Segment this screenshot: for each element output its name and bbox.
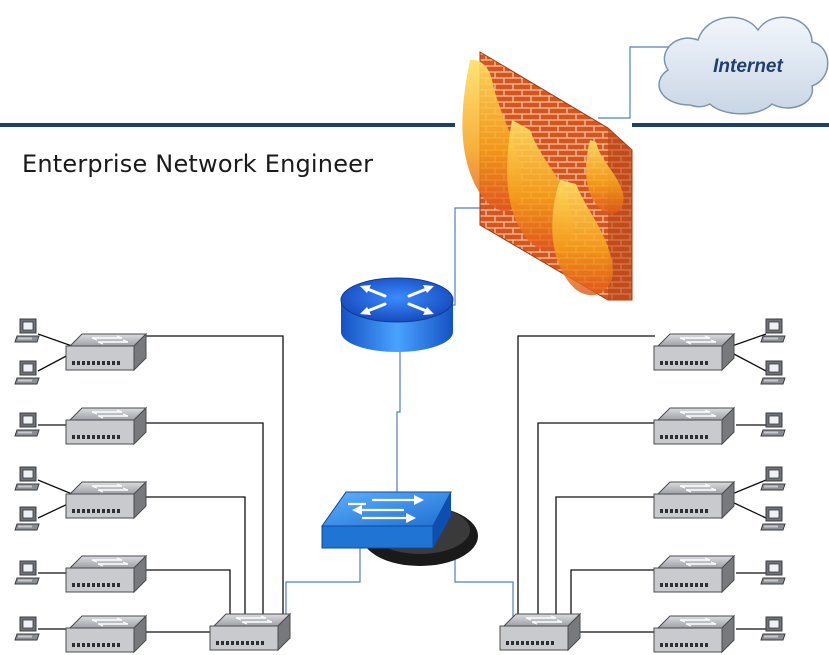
computer-icon <box>14 616 40 641</box>
computer-icon <box>760 360 786 385</box>
computer-icon <box>14 560 40 585</box>
firewall-icon <box>462 51 633 301</box>
pc-links <box>37 333 767 630</box>
right-access-switch-icon <box>653 615 735 653</box>
right-uplinks <box>517 335 655 633</box>
computer-icon <box>14 318 40 343</box>
computer-icon <box>14 360 40 385</box>
computer-icon <box>760 506 786 531</box>
right-access-switch-icon <box>653 555 735 593</box>
computer-icon <box>14 506 40 531</box>
right-access-switch-icon <box>653 407 735 445</box>
internet-cloud-icon: Internet <box>658 16 829 115</box>
right-access-switch-icon <box>653 333 735 371</box>
right-access-switch-icon <box>653 481 735 519</box>
cloud-label: Internet <box>713 56 783 77</box>
left-access-switch-icon <box>65 333 147 371</box>
core-switch-icon <box>321 491 478 566</box>
left-access-switch-icon <box>65 481 147 519</box>
left-distribution-switch-icon <box>209 613 291 651</box>
computer-icon <box>14 412 40 437</box>
page-title: Enterprise Network Engineer <box>22 150 374 178</box>
computer-icon <box>14 466 40 491</box>
left-access-switch-icon <box>65 407 147 445</box>
left-access-switch-icon <box>65 615 147 653</box>
computer-icon <box>760 318 786 343</box>
computer-icon <box>760 466 786 491</box>
router-icon <box>340 277 454 352</box>
wan-links <box>285 46 672 618</box>
left-access-switch-icon <box>65 555 147 593</box>
right-distribution-switch-icon <box>499 613 581 651</box>
left-uplinks <box>146 335 284 633</box>
